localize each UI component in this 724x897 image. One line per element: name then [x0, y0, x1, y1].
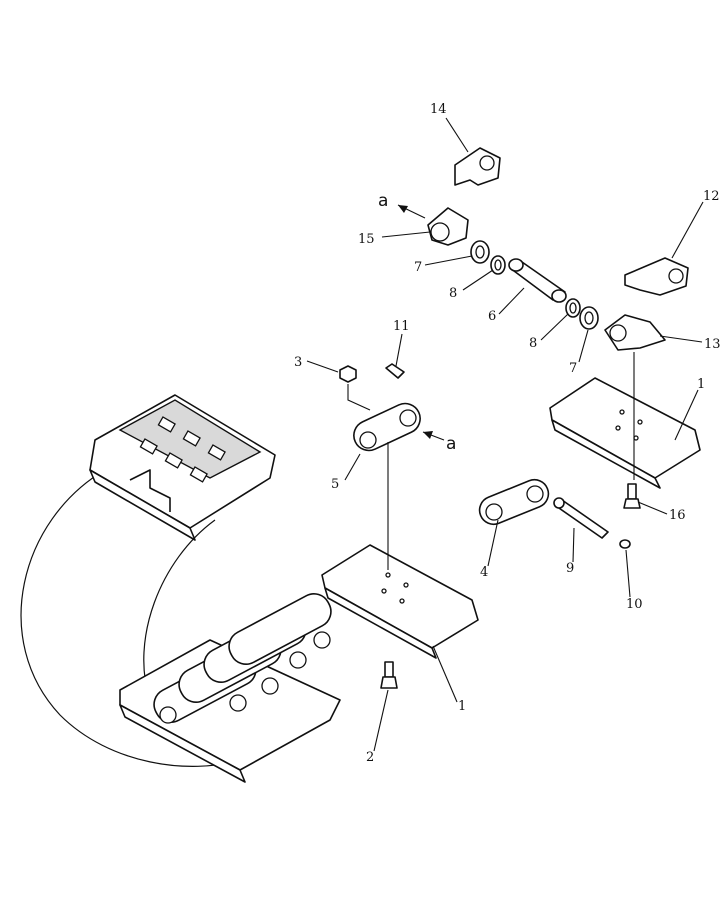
label-part-1-center: 1	[458, 699, 466, 714]
label-part-1-right: 1	[697, 377, 705, 392]
part-1-shoe-center	[321, 544, 479, 659]
label-part-5: 5	[331, 477, 339, 492]
part-7-washer-right	[579, 306, 599, 330]
label-part-16: 16	[669, 508, 686, 523]
label-part-14: 14	[430, 102, 447, 117]
part-16-bolt	[623, 483, 641, 509]
part-13-link-half	[604, 314, 666, 351]
part-9-pin	[553, 497, 609, 539]
label-part-4: 4	[480, 565, 488, 580]
leader-lines	[306, 117, 704, 752]
part-2-bolt	[380, 661, 398, 689]
lower-link-stack	[153, 593, 332, 724]
part-14-link-half	[454, 147, 501, 186]
part-4-link	[478, 478, 550, 526]
label-part-8-left: 8	[449, 286, 457, 301]
label-part-6: 6	[488, 309, 496, 324]
label-part-13: 13	[704, 337, 721, 352]
label-part-2: 2	[366, 750, 374, 765]
part-5-link	[353, 402, 421, 452]
part-8-seal-left	[490, 255, 506, 275]
label-part-9: 9	[566, 561, 574, 576]
label-ref-a-mid: a	[446, 434, 456, 454]
upper-link-holes	[139, 416, 226, 483]
label-part-3: 3	[294, 355, 302, 370]
label-part-10: 10	[626, 597, 643, 612]
part-labels: 14 a 15 7 8 6 8 7 12 13 1 11 3 a 5 16 4 …	[294, 102, 721, 765]
track-assembly	[20, 394, 341, 783]
label-part-7-left: 7	[414, 260, 422, 275]
part-1-shoe-right	[549, 377, 701, 489]
label-ref-a-top: a	[378, 191, 388, 211]
part-12-link-half	[624, 257, 689, 296]
label-part-15: 15	[358, 232, 375, 247]
label-part-11: 11	[393, 319, 410, 334]
part-6-bushing	[508, 258, 567, 303]
label-part-12: 12	[703, 189, 720, 204]
part-7-washer-left	[470, 240, 490, 264]
part-11-bolt	[385, 363, 405, 379]
part-10-plug	[619, 539, 631, 549]
part-15-link-half	[427, 207, 469, 246]
part-3-nut	[339, 365, 357, 383]
label-part-8-right: 8	[529, 336, 537, 351]
label-part-7-right: 7	[569, 361, 577, 376]
reference-arrows	[397, 204, 445, 441]
part-8-seal-right	[565, 298, 581, 318]
